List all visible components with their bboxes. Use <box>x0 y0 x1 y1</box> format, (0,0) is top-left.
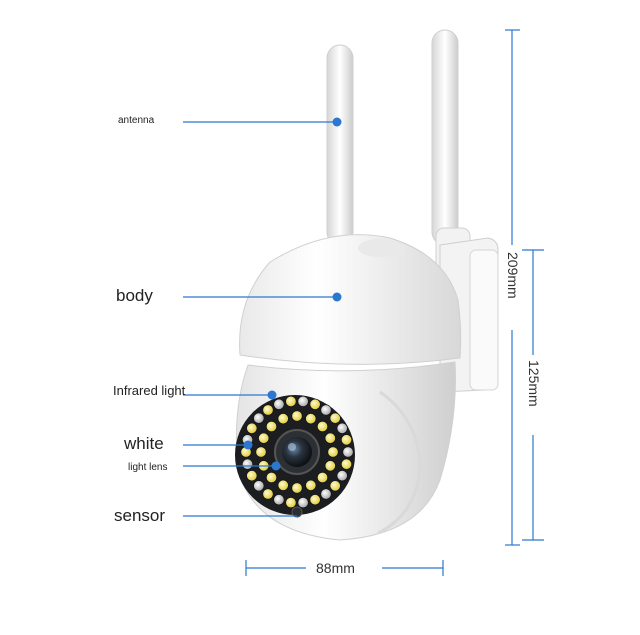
label-body: body <box>116 286 153 305</box>
led <box>340 434 352 446</box>
led <box>324 460 336 472</box>
led <box>253 412 265 424</box>
led <box>316 420 328 432</box>
led <box>320 404 332 416</box>
led <box>336 422 348 434</box>
dimension-body-height: 125mm <box>526 360 542 407</box>
led <box>340 458 352 470</box>
dimension-total-height: 209mm <box>505 252 521 299</box>
led <box>297 497 309 509</box>
label-white: white <box>124 434 164 453</box>
led <box>273 494 285 506</box>
dimension-lines <box>245 29 544 576</box>
label-antenna: antenna <box>118 115 155 126</box>
led <box>324 432 336 444</box>
led <box>291 410 303 422</box>
led <box>277 479 289 491</box>
led <box>327 446 339 458</box>
antenna-left <box>326 44 354 246</box>
led <box>285 395 297 407</box>
led <box>277 413 289 425</box>
label-infrared-light: Infrared light <box>113 383 186 398</box>
leader-lines <box>183 117 342 517</box>
led <box>262 404 274 416</box>
label-sensor: sensor <box>114 506 166 525</box>
led <box>320 488 332 500</box>
led <box>253 480 265 492</box>
label-light-lens: light lens <box>128 462 168 473</box>
led <box>336 470 348 482</box>
led-face-plate <box>235 395 355 518</box>
led <box>342 446 354 458</box>
led <box>291 482 303 494</box>
led <box>305 413 317 425</box>
antenna-right <box>431 29 471 279</box>
led <box>329 480 341 492</box>
led <box>262 488 274 500</box>
led <box>265 471 277 483</box>
led <box>265 420 277 432</box>
led <box>309 494 321 506</box>
led <box>273 398 285 410</box>
led <box>316 471 328 483</box>
led <box>297 395 309 407</box>
led <box>309 398 321 410</box>
led <box>246 422 258 434</box>
led <box>246 470 258 482</box>
led-ring <box>240 395 354 509</box>
led <box>329 412 341 424</box>
led <box>255 446 267 458</box>
led <box>242 458 254 470</box>
led <box>305 479 317 491</box>
led <box>258 432 270 444</box>
camera-dome <box>239 234 462 365</box>
dimension-width: 88mm <box>316 560 355 576</box>
led <box>285 497 297 509</box>
